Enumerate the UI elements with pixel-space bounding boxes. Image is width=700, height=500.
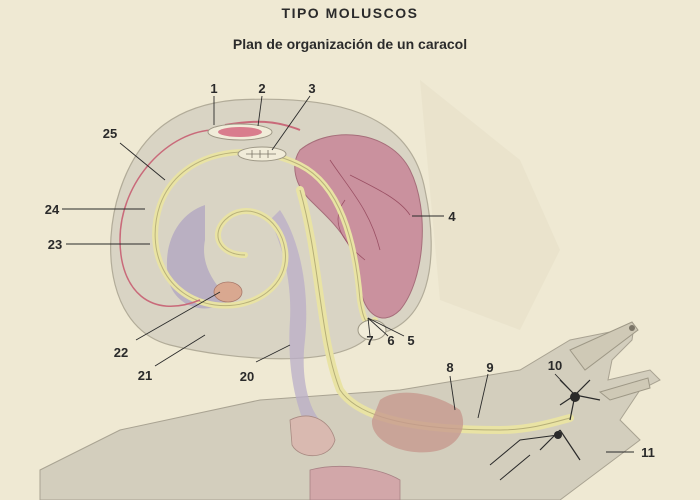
ovotestis: [214, 282, 242, 302]
label-7: 7: [366, 333, 373, 348]
label-8: 8: [446, 360, 453, 375]
cerebral-ganglion: [570, 392, 580, 402]
label-23: 23: [48, 237, 62, 252]
label-3: 3: [308, 81, 315, 96]
label-1: 1: [210, 81, 217, 96]
label-9: 9: [486, 360, 493, 375]
label-11: 11: [641, 445, 655, 460]
heart: [218, 127, 262, 137]
label-22: 22: [114, 345, 128, 360]
label-2: 2: [258, 81, 265, 96]
background-shading: [420, 80, 560, 330]
label-5: 5: [407, 333, 414, 348]
label-4: 4: [448, 209, 456, 224]
label-10: 10: [548, 358, 562, 373]
eye: [629, 325, 635, 331]
label-20: 20: [240, 369, 254, 384]
label-21: 21: [138, 368, 152, 383]
label-24: 24: [45, 202, 60, 217]
label-6: 6: [387, 333, 394, 348]
label-25: 25: [103, 126, 117, 141]
